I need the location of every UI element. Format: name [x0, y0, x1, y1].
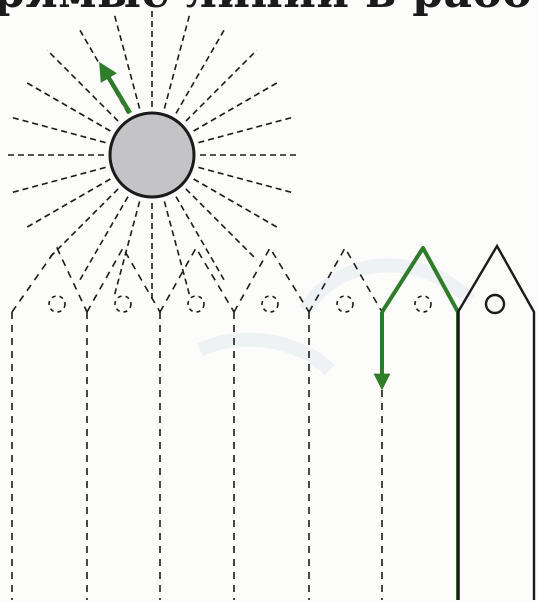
- dashed-plank-top: [234, 248, 309, 312]
- dashed-plank-hole: [415, 296, 431, 312]
- sun-ray: [186, 189, 257, 260]
- sun-ray: [47, 50, 118, 121]
- traced-plank-line: [382, 248, 458, 600]
- dashed-plank-top: [160, 248, 234, 312]
- dashed-plank-hole: [262, 296, 278, 312]
- dashed-plank-hole: [115, 296, 131, 312]
- background-marks: [200, 265, 470, 370]
- dashed-plank-hole: [49, 296, 65, 312]
- sun-icon: [110, 113, 194, 197]
- sun-trace-arrow-icon: [104, 70, 130, 113]
- sun-ray: [186, 50, 257, 121]
- dashed-plank-hole: [337, 296, 353, 312]
- dashed-plank-hole: [188, 296, 204, 312]
- dashed-plank-top: [87, 248, 160, 312]
